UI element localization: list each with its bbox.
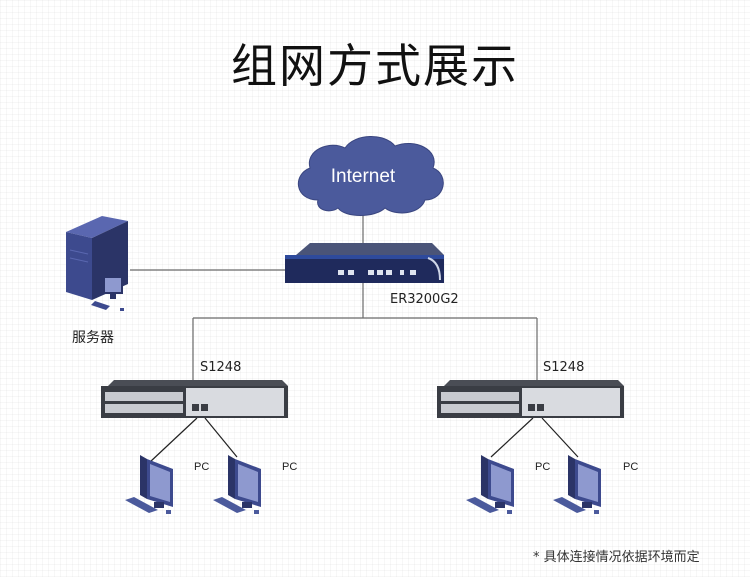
switch-left-label: S1248	[200, 360, 242, 375]
internet-label: Internet	[330, 166, 396, 187]
link-switch1-pc2	[204, 417, 238, 458]
internet-cloud-icon	[297, 136, 444, 216]
footnote: * 具体连接情况依据环境而定	[533, 550, 700, 565]
pc-label: PC	[623, 461, 639, 473]
server-icon	[66, 216, 128, 311]
switch-right-label: S1248	[543, 360, 585, 375]
pc-label: PC	[535, 461, 551, 473]
switch-left-icon	[101, 380, 288, 418]
switch-right-icon	[437, 380, 624, 418]
server-label: 服务器	[72, 330, 114, 346]
pc-label: PC	[194, 461, 210, 473]
link-switch2-pc1	[490, 417, 534, 458]
pc-icon	[553, 455, 601, 514]
router-icon	[285, 243, 444, 283]
router-model-label: ER3200G2	[390, 292, 459, 307]
link-switch1-pc1	[149, 417, 198, 463]
pc-label: PC	[282, 461, 298, 473]
pc-icon	[213, 455, 261, 514]
pc-icon	[125, 455, 173, 514]
page-title: 组网方式展示	[231, 39, 519, 93]
link-switch2-pc2	[541, 417, 579, 458]
pc-icon	[466, 455, 514, 514]
